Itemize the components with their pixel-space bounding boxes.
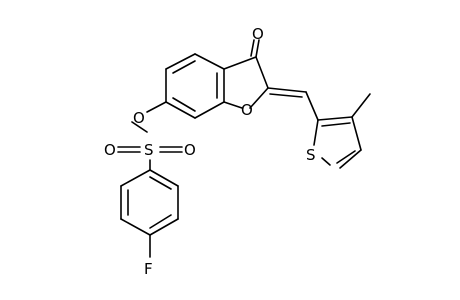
furan-oxygen-label: O	[241, 101, 253, 119]
ester-linkage	[117, 101, 183, 171]
furanone-ring	[223, 39, 269, 109]
carbonyl-oxygen-label: O	[252, 25, 264, 43]
sulfonyl-oxygen-left-label: O	[104, 141, 116, 159]
thiophene-ring	[313, 93, 371, 169]
ester-oxygen-label: O	[133, 109, 145, 127]
sulfonyl-oxygen-right-label: O	[184, 141, 196, 159]
fluorophenyl-ring	[120, 169, 179, 258]
thiophene-sulfur-label: S	[306, 146, 316, 164]
sulfonyl-sulfur-label: S	[144, 141, 154, 159]
benzene-ring-core	[165, 53, 225, 119]
fluorine-label: F	[144, 260, 153, 278]
methylidene-bridge	[267, 87, 319, 121]
